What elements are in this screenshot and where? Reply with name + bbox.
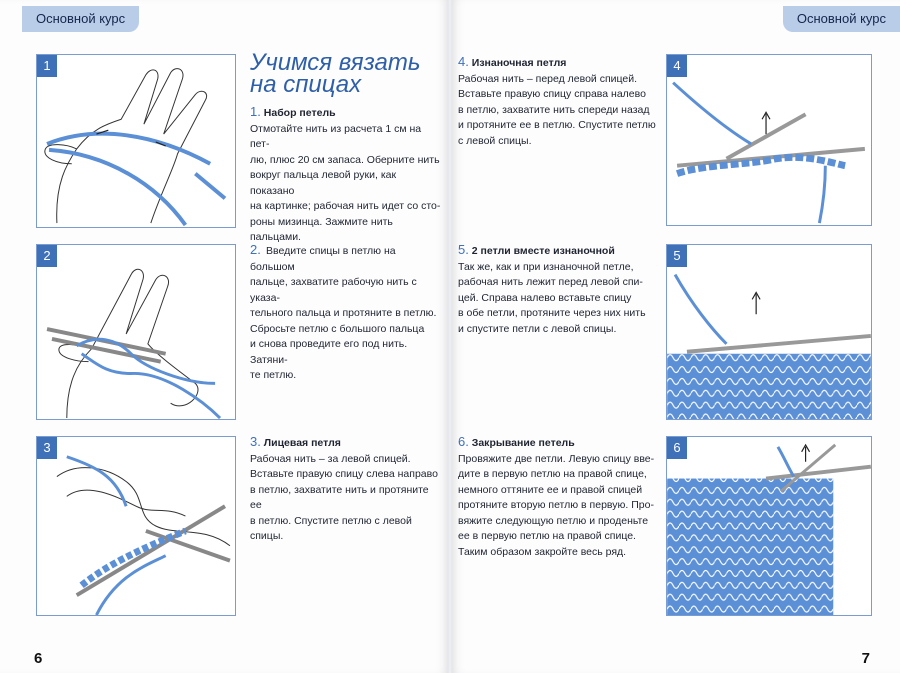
step-3-number: 3. [250, 434, 261, 449]
step-2-number: 2. [250, 242, 261, 257]
figure-1-number: 1 [37, 55, 57, 77]
section-tab-right: Основной курс [782, 6, 900, 32]
figure-5-number: 5 [667, 245, 687, 267]
figure-4: 4 [666, 54, 872, 226]
page-number-right: 7 [861, 650, 870, 667]
step-6-heading: Закрывание петель [471, 437, 575, 449]
figure-4-number: 4 [667, 55, 687, 77]
figure-2-number: 2 [37, 245, 57, 267]
figure-3: 3 [36, 436, 236, 616]
step-4-number: 4. [458, 54, 469, 69]
step-2-text: Введите спицы в петлю на большом пальце,… [250, 245, 437, 381]
figure-6: 6 [666, 436, 872, 616]
step-1-text: Отмотайте нить из расчета 1 см на пет- л… [250, 122, 441, 244]
step-5-heading: 2 петли вместе изнаночной [471, 245, 615, 257]
figure-3-number: 3 [37, 437, 57, 459]
step-4-heading: Изнаночная петля [471, 57, 567, 69]
figure-2: 2 [36, 244, 236, 420]
book-gutter [446, 0, 454, 673]
section-tab-left: Основной курс [22, 6, 140, 32]
purl-stitch-illustration [672, 81, 866, 224]
step-4-text: Рабочая нить – перед левой спицей. Встав… [458, 72, 656, 147]
step-3-heading: Лицевая петля [263, 437, 341, 449]
step-5: 5. 2 петли вместе изнаночной Так же, как… [458, 242, 658, 337]
right-page: Основной курс 4. Изнаночная петля Рабоча… [452, 0, 900, 673]
left-page: Основной курс Учимся вязать на спицах 1 … [0, 0, 448, 673]
page-title-line1: Учимся вязать [250, 49, 421, 76]
purl-two-together-illustration [667, 273, 871, 419]
step-3: 3. Лицевая петля Рабочая нить – за левой… [250, 434, 442, 545]
figure-6-number: 6 [667, 437, 687, 459]
knit-stitch-illustration [56, 455, 231, 615]
step-2: 2. Введите спицы в петлю на большом паль… [250, 242, 442, 384]
page-number-left: 6 [34, 650, 43, 667]
step-6: 6. Закрывание петель Провяжите две петли… [458, 434, 658, 560]
step-5-number: 5. [458, 242, 469, 257]
figure-5: 5 [666, 244, 872, 420]
step-6-text: Провяжите две петли. Левую спицу вве- ди… [458, 452, 655, 558]
hand-thread-illustration [44, 68, 227, 227]
step-3-text: Рабочая нить – за левой спицей. Вставьте… [250, 452, 438, 543]
step-5-text: Так же, как и при изнаночной петле, рабо… [458, 260, 646, 335]
step-6-number: 6. [458, 434, 469, 449]
step-1-number: 1. [250, 104, 261, 119]
figure-1: 1 [36, 54, 236, 228]
binding-off-illustration [667, 443, 871, 615]
casting-on-illustration [46, 268, 222, 419]
page-title-line2: на спицах [250, 71, 362, 98]
step-4: 4. Изнаночная петля Рабочая нить – перед… [458, 54, 658, 149]
page-title: Учимся вязать на спицах [250, 49, 440, 98]
step-1-heading: Набор петель [263, 107, 336, 119]
step-1: 1. Набор петель Отмотайте нить из расчет… [250, 104, 442, 246]
